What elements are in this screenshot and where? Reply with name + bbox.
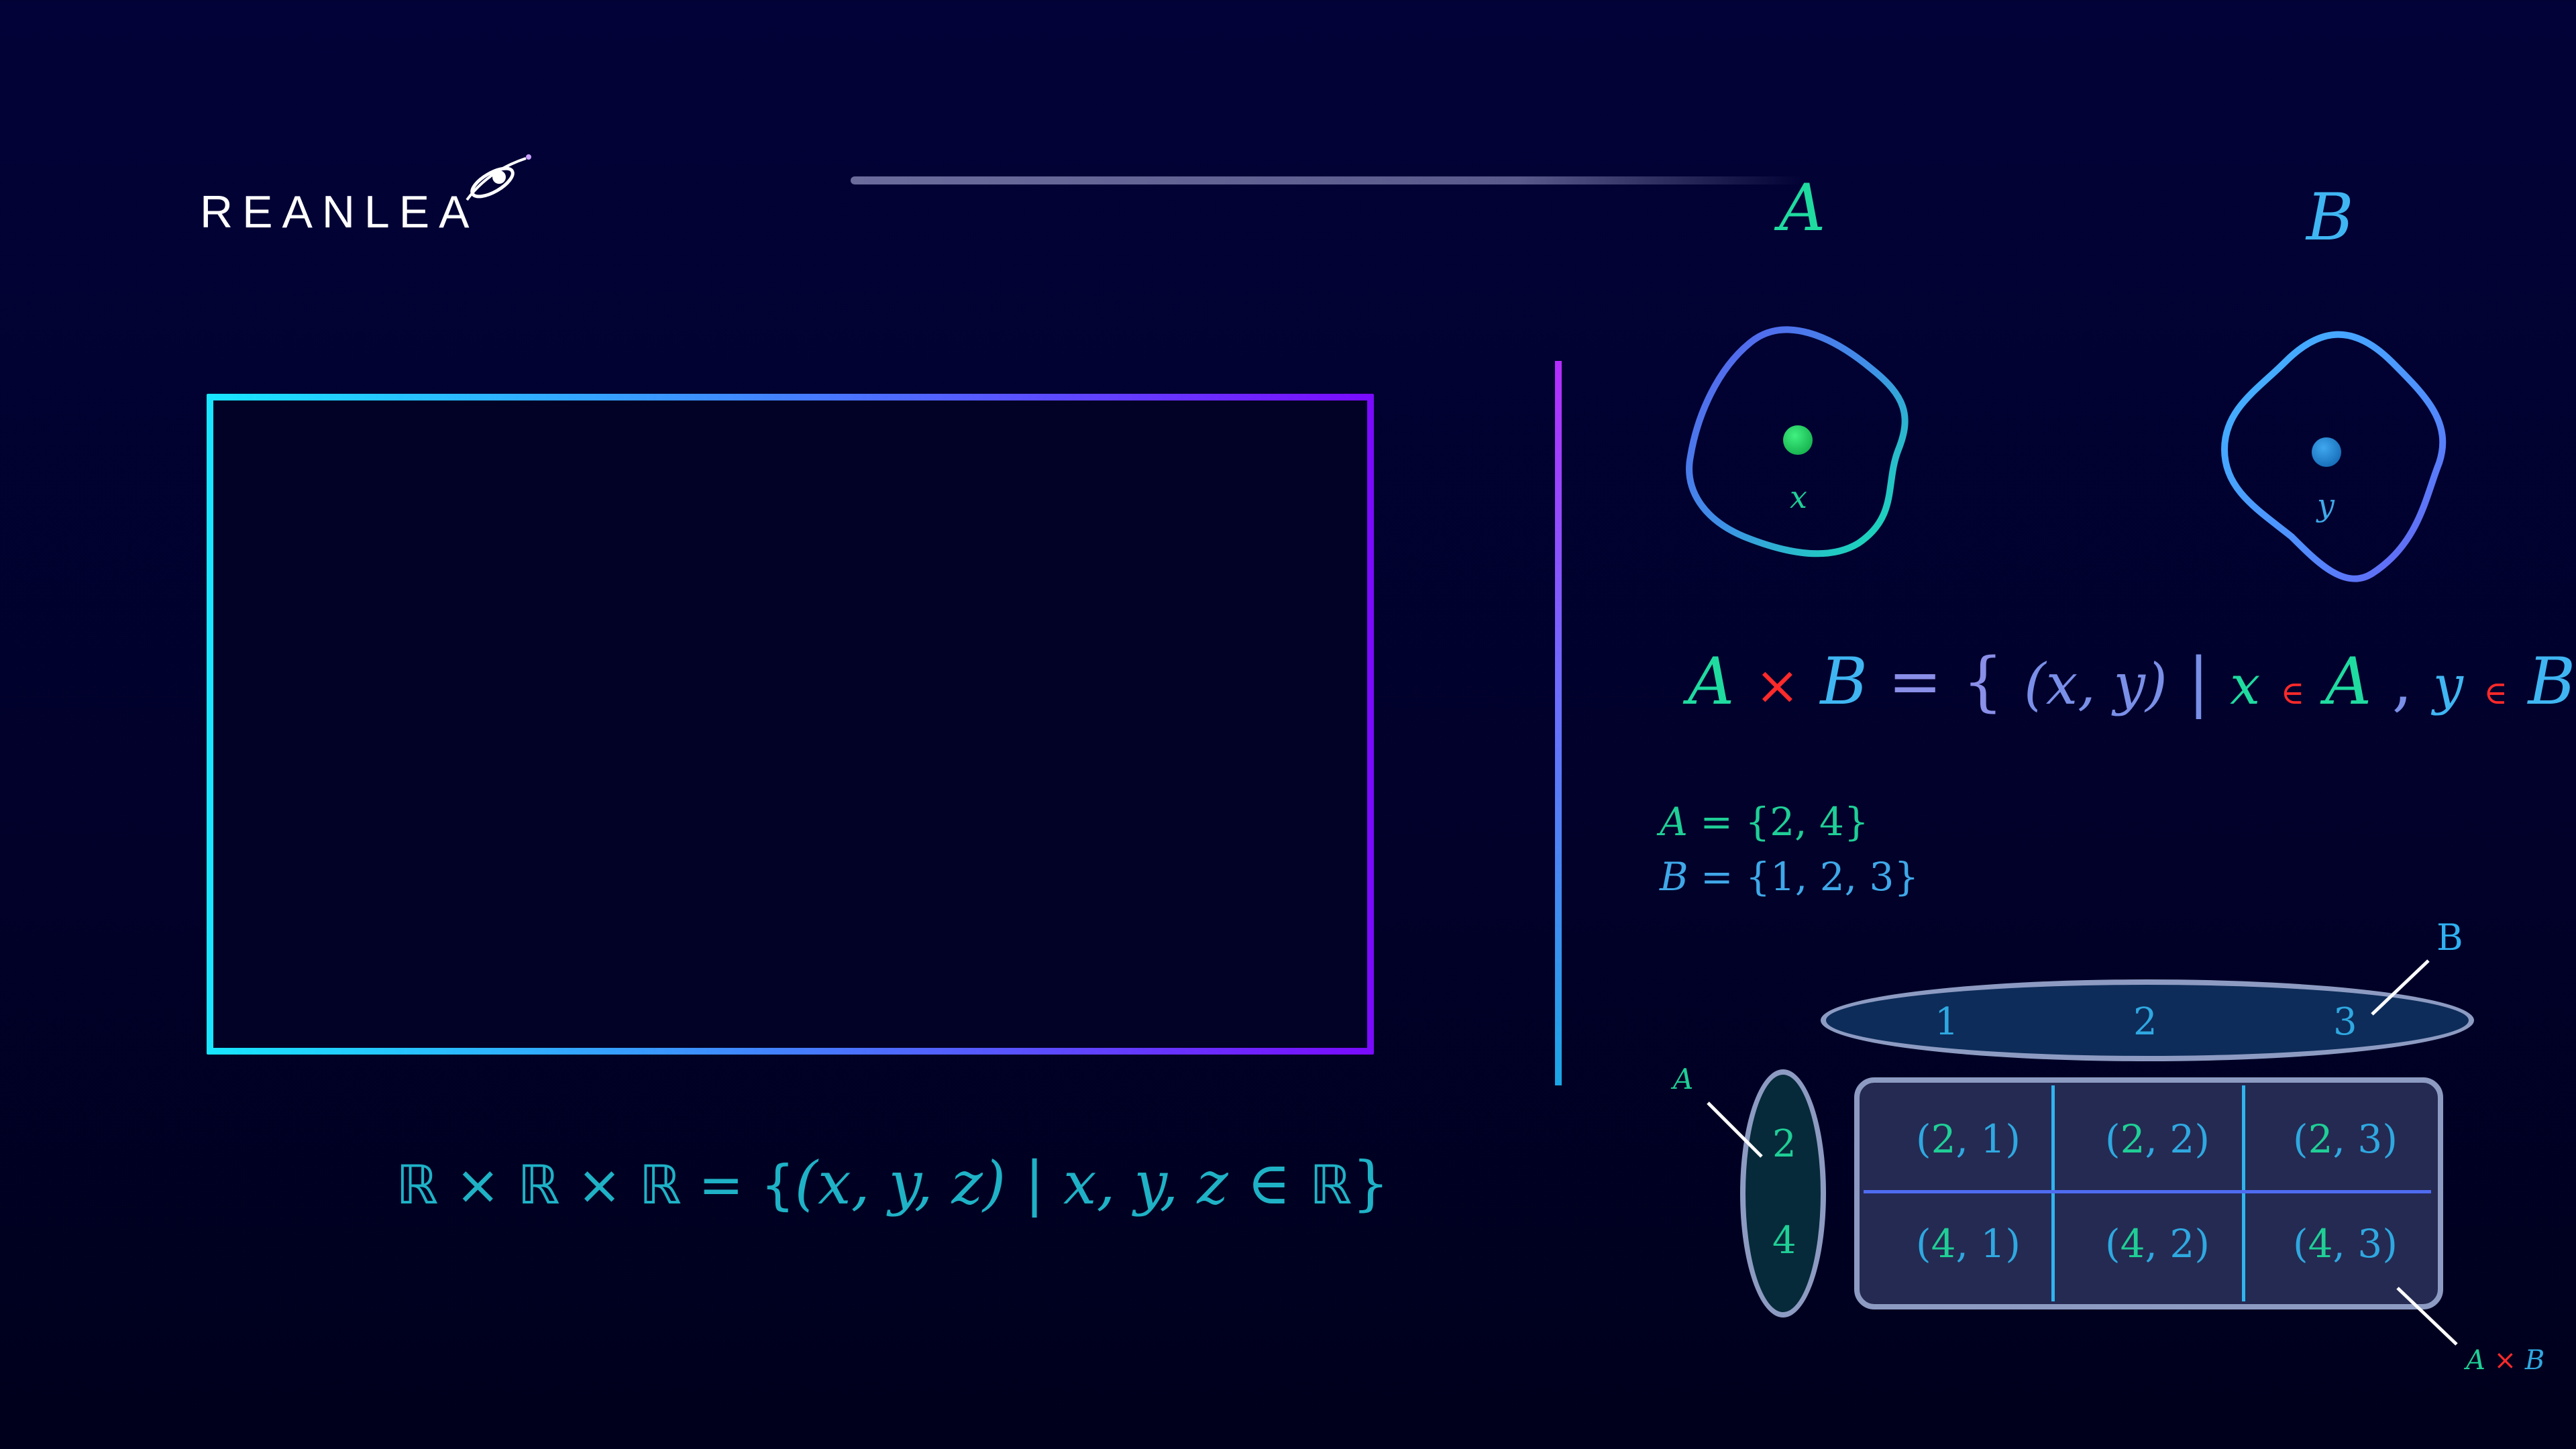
product-grid <box>1854 1077 2443 1309</box>
pair-2-3: (2, 3) <box>2293 1116 2398 1162</box>
callout-B-label: B <box>2436 916 2463 959</box>
set-A-definition-rhs: {2, 4} <box>1745 799 1869 845</box>
callout-AxB-times: × <box>2493 1345 2517 1376</box>
pair-4-2: (4, 2) <box>2105 1221 2210 1267</box>
product-comma: , <box>2392 644 2413 719</box>
set-A-definition: A = {2, 4} <box>1660 802 1869 841</box>
vertical-divider <box>1555 361 1562 1085</box>
set-A-blob <box>1686 326 1909 557</box>
product-B: B <box>1820 644 1868 719</box>
pair-2-1: (2, 1) <box>1916 1116 2021 1162</box>
product-eq: = { <box>1888 644 2004 719</box>
grid-line-h <box>1864 1190 2431 1193</box>
header-line <box>851 176 1803 184</box>
grid-line-v2 <box>2242 1085 2245 1301</box>
grid-line-v1 <box>2051 1085 2055 1301</box>
B-element-1: 1 <box>1935 1000 1959 1044</box>
r3-formula-close: } <box>1352 1148 1390 1218</box>
set-B-definition-rhs: {1, 2, 3} <box>1746 854 1919 900</box>
product-in-2: ∈ <box>2483 674 2508 712</box>
B-element-2: 2 <box>2133 1000 2157 1044</box>
callout-AxB-B: B <box>2524 1345 2545 1376</box>
set-B-definition: B = {1, 2, 3} <box>1660 857 1919 896</box>
r3-formula: ℝ × ℝ × ℝ = {(x, y, z) | x, y, z ∈ ℝ} <box>396 1154 1389 1213</box>
r3-formula-tuple: (x, y, z) <box>794 1148 1006 1218</box>
cartesian-product-definition: A × B = { (x, y) | x ∈ A , y ∈ B } <box>1688 649 2576 714</box>
set-B-ellipse <box>1821 979 2474 1061</box>
pair-4-3: (4, 3) <box>2293 1221 2398 1267</box>
product-A2: A <box>2324 644 2372 719</box>
r3-formula-lhs: ℝ × ℝ × ℝ = { <box>396 1154 795 1216</box>
set-A-ellipse <box>1740 1069 1826 1318</box>
callout-AxB-label: A × B <box>2466 1347 2544 1374</box>
pair-2-2: (2, 2) <box>2105 1116 2210 1162</box>
element-x-label: x <box>1790 479 1807 515</box>
product-times: × <box>1754 654 1800 716</box>
callout-line-A <box>1707 1102 1763 1158</box>
reanlea-logo-text: REANLEA <box>200 186 479 237</box>
element-y-label: y <box>2317 487 2334 523</box>
set-B-definition-lhs: B = <box>1660 854 1746 900</box>
callout-line-AxB <box>2396 1287 2458 1346</box>
r3-formula-bar: | <box>1024 1148 1044 1218</box>
product-tuple: (x, y) <box>2024 651 2167 717</box>
callout-A-label: A <box>1673 1063 1694 1095</box>
element-y-dot <box>2312 437 2341 467</box>
product-bar: | <box>2188 644 2210 719</box>
r3-formula-R: ℝ <box>1309 1154 1352 1216</box>
product-in-1: ∈ <box>2280 674 2305 712</box>
A-element-4: 4 <box>1772 1219 1796 1263</box>
atom-logo-icon <box>466 154 531 201</box>
pair-4-1: (4, 1) <box>1916 1221 2021 1267</box>
callout-line-B <box>2371 959 2430 1016</box>
video-frame <box>207 394 1374 1055</box>
set-B-label: B <box>2306 180 2354 255</box>
B-element-3: 3 <box>2333 1000 2357 1044</box>
set-B-blob <box>2220 331 2447 582</box>
r3-formula-vars: x, y, z ∈ <box>1063 1148 1309 1218</box>
product-A: A <box>1688 644 1735 719</box>
set-A-label: A <box>1779 170 1826 246</box>
A-element-2: 2 <box>1772 1122 1796 1166</box>
set-A-definition-lhs: A = <box>1660 799 1746 845</box>
element-x-dot <box>1783 425 1813 455</box>
product-y: y <box>2432 654 2463 716</box>
callout-AxB-A: A <box>2466 1345 2485 1376</box>
product-x: x <box>2230 654 2261 716</box>
product-B2: B <box>2528 644 2576 719</box>
